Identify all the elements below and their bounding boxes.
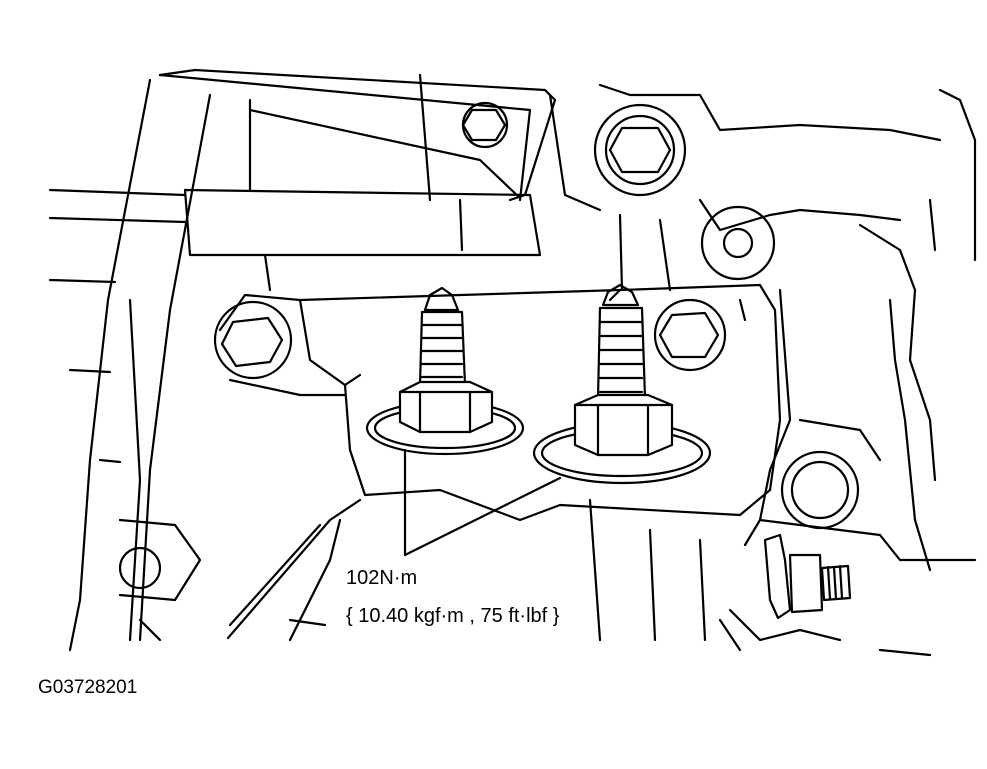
torque-conversion-label: { 10.40 kgf·m , 75 ft·lbf } [346,605,560,627]
torque-value-label: 102N·m [346,567,418,589]
background-structure [48,68,977,657]
stud-nut-right [532,283,712,485]
torque-leader-lines [403,448,562,557]
upper-bolt-right [593,103,687,197]
figure-id-label: G03728201 [38,677,138,698]
upper-bolt-left [461,101,509,149]
ring-fitting [700,205,776,281]
bracket-bolt-right [653,298,727,372]
left-boss [118,546,162,590]
mounting-bracket [218,283,782,522]
lower-right-hole [780,450,860,530]
lower-bolt-threaded [763,533,852,620]
stud-nut-left [365,286,525,456]
bracket-bolt-left [213,300,293,380]
